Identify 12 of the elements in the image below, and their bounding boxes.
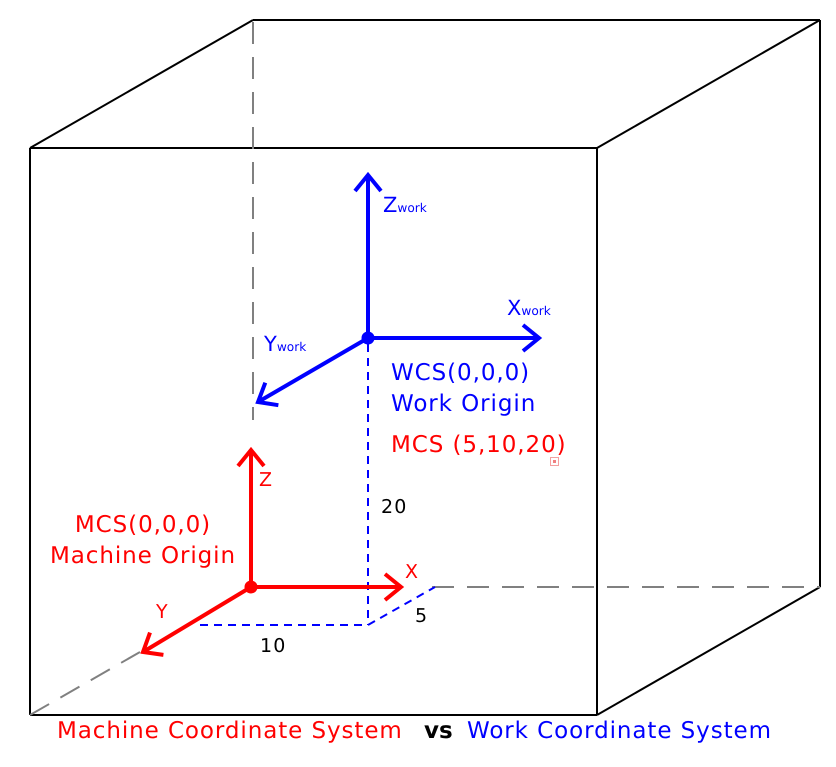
coordinate-label: MCS (5,10,20) — [391, 432, 567, 460]
axis-label: X — [405, 561, 418, 584]
caption-text: Machine Coordinate System — [57, 718, 403, 746]
origin-label: WCS(0,0,0) Work Origin — [391, 359, 538, 419]
axis-label: Y — [156, 601, 168, 624]
dimension-label: 5 — [415, 605, 428, 628]
dimension-label: 20 — [381, 496, 408, 519]
dimension-label: 10 — [260, 635, 286, 658]
caption-text: Work Coordinate System — [467, 718, 772, 746]
origin-label: MCS(0,0,0) Machine Origin — [49, 511, 237, 571]
caption-text: vs — [424, 718, 453, 746]
axis-label: Z — [259, 469, 272, 492]
